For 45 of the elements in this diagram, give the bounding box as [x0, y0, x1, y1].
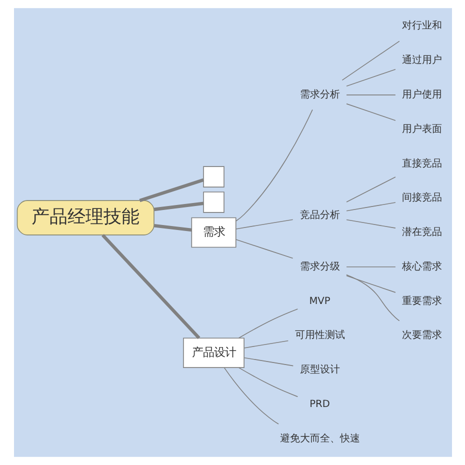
node-text: PRD	[309, 398, 330, 410]
node-text: 用户表面	[402, 124, 442, 135]
node-text: 重要需求	[402, 296, 442, 307]
connector	[243, 357, 294, 366]
connector	[346, 103, 396, 121]
connector	[346, 275, 396, 293]
node-box	[202, 192, 224, 213]
connector	[346, 274, 400, 322]
connector	[238, 308, 298, 338]
node-box: 产品设计	[182, 338, 244, 368]
connector	[346, 94, 396, 96]
connector	[223, 367, 278, 424]
node-text: 需求分级	[299, 261, 340, 272]
connector	[341, 40, 400, 81]
connector	[235, 109, 312, 222]
node-text: 次要需求	[402, 330, 442, 342]
node-box: 产品经理技能	[16, 200, 154, 236]
connector	[346, 202, 396, 212]
node-text: 核心需求	[402, 261, 442, 272]
node-text: 需求分析	[299, 90, 340, 100]
connector	[346, 176, 396, 202]
connector	[153, 224, 192, 232]
node-text: 可用性测试	[294, 330, 344, 342]
connector	[235, 219, 293, 230]
node-text: 原型设计	[299, 364, 340, 376]
connector	[101, 234, 200, 340]
connector	[346, 219, 396, 228]
connector	[153, 202, 204, 212]
connector	[138, 178, 204, 202]
node-box: 需求	[190, 217, 236, 248]
node-text: 用户使用	[402, 90, 442, 100]
node-text: 间接竞品	[402, 192, 442, 204]
node-text: 直接竞品	[402, 158, 442, 170]
node-text: 竞品分析	[299, 210, 340, 221]
node-text: 避免大而全、快速	[279, 433, 360, 444]
node-text: 潜在竞品	[402, 227, 442, 238]
node-text: MVP	[308, 296, 330, 307]
connector	[238, 367, 298, 398]
node-box	[202, 166, 224, 188]
connector	[346, 266, 396, 268]
node-text: 对行业和	[402, 20, 442, 32]
connector	[243, 340, 288, 348]
connector	[235, 239, 293, 259]
connector	[346, 69, 396, 86]
node-text: 通过用户	[402, 55, 442, 66]
